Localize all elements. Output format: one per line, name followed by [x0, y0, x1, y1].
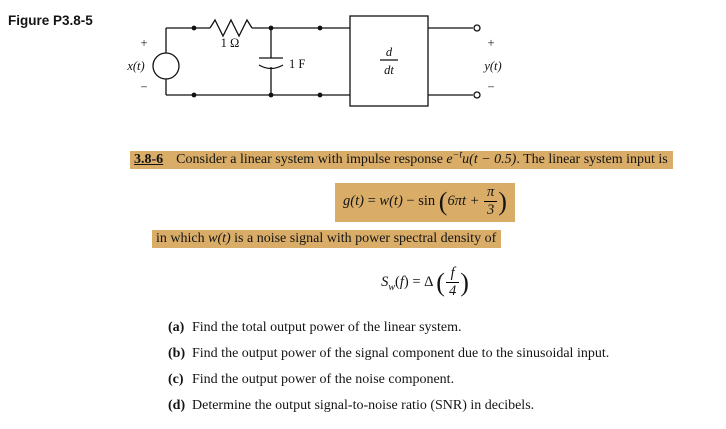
- output-label: y(t): [482, 59, 501, 73]
- output-plus: +: [487, 36, 494, 50]
- part-text: Determine the output signal-to-noise rat…: [192, 398, 535, 413]
- output-terminal: [473, 91, 481, 99]
- left-paren: (: [436, 268, 445, 298]
- part-d: (d) Determine the output signal-to-noise …: [168, 398, 534, 414]
- node-dot: [268, 92, 274, 98]
- circuit-diagram: + x(t) − 1 Ω 1 F d dt + y(t) −: [126, 15, 502, 107]
- part-label: (c): [168, 372, 184, 387]
- node-dot: [191, 25, 197, 31]
- part-text: Find the output power of the signal comp…: [192, 346, 610, 361]
- eq-sin: sin: [418, 193, 436, 210]
- source-symbol: [152, 52, 180, 80]
- part-c: (c) Find the output power of the noise co…: [168, 372, 454, 388]
- eq-w: w(t): [379, 193, 403, 210]
- fraction-numerator: π: [487, 184, 495, 200]
- source-plus: +: [140, 36, 147, 50]
- node-dot: [317, 25, 323, 31]
- capacitor-label: 1 F: [289, 57, 305, 71]
- highlight: 3.8-6 Consider a linear system with impul…: [130, 149, 673, 169]
- math-e: e: [446, 151, 453, 167]
- node-dot: [317, 92, 323, 98]
- part-text: Find the output power of the noise compo…: [192, 372, 455, 387]
- derivative-denominator: dt: [384, 63, 394, 77]
- statement-text: is a noise signal with power spectral de…: [230, 231, 497, 246]
- eq-f: f: [399, 274, 404, 291]
- output-minus: −: [487, 80, 494, 94]
- left-paren: (: [438, 187, 448, 217]
- source-minus: −: [140, 80, 147, 94]
- source-label: x(t): [126, 59, 144, 73]
- node-dot: [268, 25, 274, 31]
- eq-close: ) = Δ: [403, 274, 437, 291]
- resistor-label: 1 Ω: [221, 36, 240, 50]
- eq-S-sub: w: [388, 282, 396, 294]
- eq-op: −: [402, 193, 419, 210]
- derivative-numerator: d: [386, 45, 393, 59]
- problem-number: 3.8-6: [134, 151, 164, 167]
- node-dot: [191, 92, 197, 98]
- figure-label: Figure P3.8-5: [8, 13, 93, 28]
- eq-open: (: [395, 274, 400, 291]
- part-label: (b): [168, 346, 186, 361]
- eq-S: S: [381, 274, 389, 291]
- math-w: w(t): [208, 231, 231, 246]
- resistor-symbol: [209, 18, 253, 38]
- part-label: (d): [168, 398, 186, 413]
- eq-g: g(t): [343, 193, 364, 210]
- derivative-block: [349, 15, 429, 107]
- math-u: u(t − 0.5): [462, 151, 517, 167]
- right-paren: ): [460, 268, 469, 298]
- part-text: Find the total output power of the linea…: [192, 320, 462, 335]
- fraction-denominator: 4: [445, 282, 460, 300]
- eq-arg: 6πt +: [447, 193, 484, 210]
- part-label: (a): [168, 320, 185, 335]
- statement-text: Consider a linear system with impulse re…: [176, 151, 447, 167]
- statement-text: in which: [156, 231, 209, 246]
- part-b: (b) Find the output power of the signal c…: [168, 346, 609, 362]
- fraction-denominator: 3: [484, 201, 498, 219]
- part-a: (a) Find the total output power of the li…: [168, 320, 461, 336]
- highlight: in which w(t) is a noise signal with pow…: [152, 230, 502, 248]
- statement-text: . The linear system input is: [516, 151, 668, 167]
- output-terminal: [473, 24, 481, 32]
- fraction-numerator: f: [450, 265, 455, 281]
- problem-statement-line2: in which w(t) is a noise signal with pow…: [152, 230, 502, 248]
- problem-statement-line1: 3.8-6 Consider a linear system with impul…: [130, 149, 673, 169]
- right-paren: ): [498, 187, 507, 217]
- math-exponent: −t: [452, 149, 463, 160]
- eq-rel: =: [363, 193, 380, 210]
